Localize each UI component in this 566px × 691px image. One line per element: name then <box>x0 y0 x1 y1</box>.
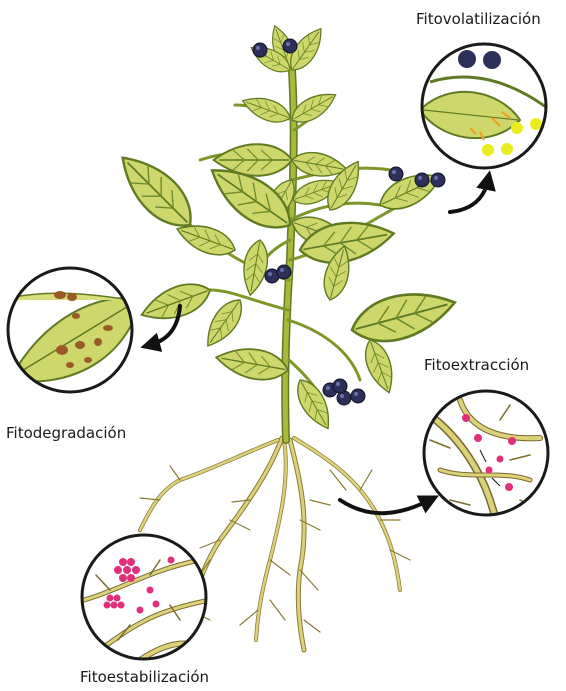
leaf-icon <box>239 238 271 297</box>
berry-icon <box>351 389 365 403</box>
foliage <box>109 23 460 434</box>
leaf-icon <box>109 144 203 238</box>
berry-icon <box>277 265 291 279</box>
label-degradation: Fitodegradación <box>6 424 126 442</box>
label-volatilization: Fitovolatilización <box>416 10 541 28</box>
berry-icon <box>333 379 347 393</box>
berry-icon <box>415 173 429 187</box>
berry-icon <box>253 43 267 57</box>
berry-icon <box>283 39 297 53</box>
curved-arrow-icon <box>340 500 430 513</box>
inset-degradation <box>0 260 140 400</box>
label-stabilization: Fitoestabilización <box>80 668 209 686</box>
curved-arrow-icon <box>450 180 488 212</box>
inset-extraction <box>420 390 560 540</box>
leaf-icon <box>359 336 399 396</box>
leaf-icon <box>346 282 460 351</box>
berry-icon <box>389 167 403 181</box>
leaf-icon <box>214 343 291 384</box>
leaf-icon <box>374 164 446 217</box>
label-extraction: Fitoextracción <box>424 356 529 374</box>
berry-icon <box>431 173 445 187</box>
leaf-icon <box>239 91 293 127</box>
inset-stabilization <box>80 535 210 665</box>
inset-volatilization <box>420 40 550 170</box>
leaf-icon <box>199 294 250 353</box>
